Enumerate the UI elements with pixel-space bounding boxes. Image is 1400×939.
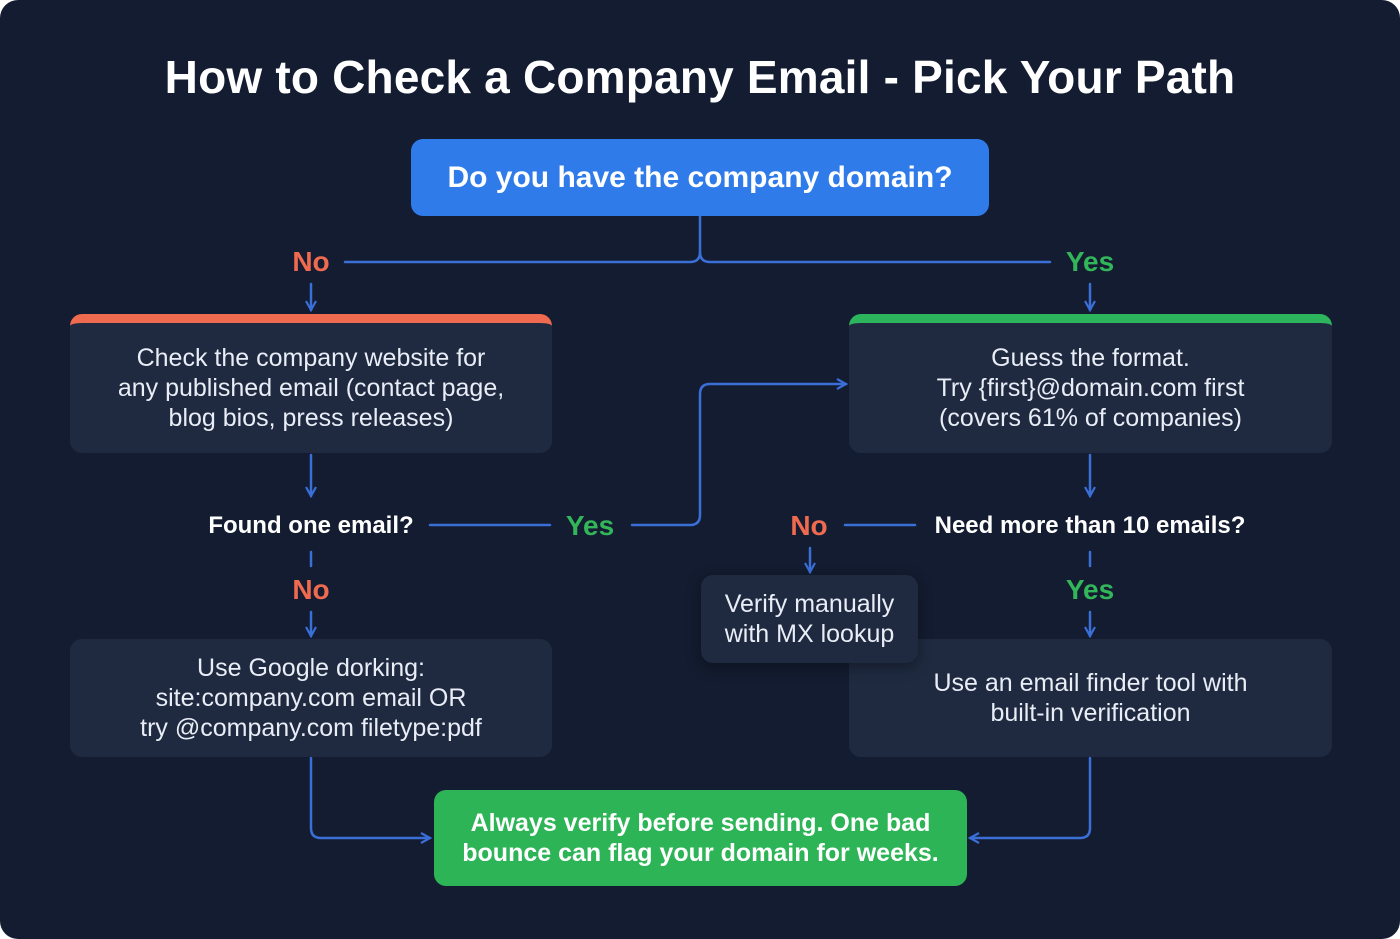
found-email-question: Found one email?	[208, 512, 414, 539]
google-dorking-box: Use Google dorking: site:company.com ema…	[70, 639, 552, 757]
branch-no-label: No	[292, 246, 330, 277]
guess-format-text: Guess the format. Try {first}@domain.com…	[936, 344, 1245, 432]
connector-top-stem	[343, 214, 702, 264]
start-question-box: Do you have the company domain?	[411, 139, 989, 216]
connector-top-right	[698, 250, 1052, 264]
check-website-text: Check the company website for any publis…	[117, 344, 505, 432]
need-more-question: Need more than 10 emails?	[934, 512, 1246, 539]
found-yes-label: Yes	[565, 510, 615, 541]
final-note-text: Always verify before sending. One bad bo…	[462, 809, 939, 867]
arrow-dorking-to-final	[309, 756, 430, 838]
page-title: How to Check a Company Email - Pick Your…	[164, 51, 1236, 103]
start-question-text: Do you have the company domain?	[447, 160, 953, 194]
branch-yes-label: Yes	[1065, 246, 1115, 277]
guess-format-box: Guess the format. Try {first}@domain.com…	[849, 314, 1332, 453]
more-yes-label: Yes	[1065, 574, 1115, 605]
more-no-label: No	[790, 510, 828, 541]
verify-manually-box: Verify manually with MX lookup	[701, 575, 918, 663]
found-no-label: No	[292, 574, 330, 605]
email-finder-text: Use an email finder tool with built-in v…	[933, 669, 1248, 727]
check-website-box: Check the company website for any publis…	[70, 314, 552, 453]
email-finder-box: Use an email finder tool with built-in v…	[849, 639, 1332, 757]
arrow-found-yes-to-guess	[630, 384, 846, 527]
final-note-box: Always verify before sending. One bad bo…	[434, 790, 967, 886]
google-dorking-text: Use Google dorking: site:company.com ema…	[140, 654, 482, 742]
arrow-finder-to-final	[970, 756, 1092, 838]
verify-manually-text: Verify manually with MX lookup	[724, 590, 895, 648]
